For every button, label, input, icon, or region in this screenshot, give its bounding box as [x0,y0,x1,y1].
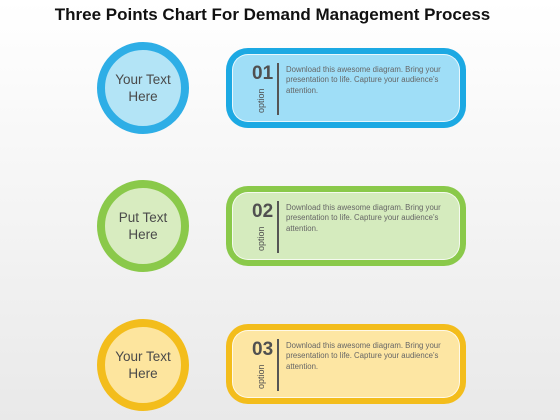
option-label-1: option [256,88,266,113]
option-label-2: option [256,226,266,251]
option-description-3: Download this awesome diagram. Bring you… [286,341,441,371]
option-number-2: 02 [252,201,274,222]
option-card-2: 02 option Download this awesome diagram.… [226,186,466,266]
option-card-1: 01 option Download this awesome diagram.… [226,48,466,128]
option-card-3-inner: 03 option Download this awesome diagram.… [232,330,460,398]
option-card-2-inner: 02 option Download this awesome diagram.… [232,192,460,260]
option-card-3: 03 option Download this awesome diagram.… [226,324,466,404]
point-circle-3: Your Text Here [97,319,189,411]
option-divider-1 [277,63,279,115]
option-number-1: 01 [252,63,274,84]
option-label-3: option [256,364,266,389]
page-title: Three Points Chart For Demand Management… [54,5,491,24]
option-number-3: 03 [252,339,274,360]
option-description-2: Download this awesome diagram. Bring you… [286,203,441,233]
point-circle-1: Your Text Here [97,42,189,134]
option-divider-2 [277,201,279,253]
point-circle-2: Put Text Here [97,180,189,272]
option-divider-3 [277,339,279,391]
option-description-1: Download this awesome diagram. Bring you… [286,65,441,95]
option-card-1-inner: 01 option Download this awesome diagram.… [232,54,460,122]
